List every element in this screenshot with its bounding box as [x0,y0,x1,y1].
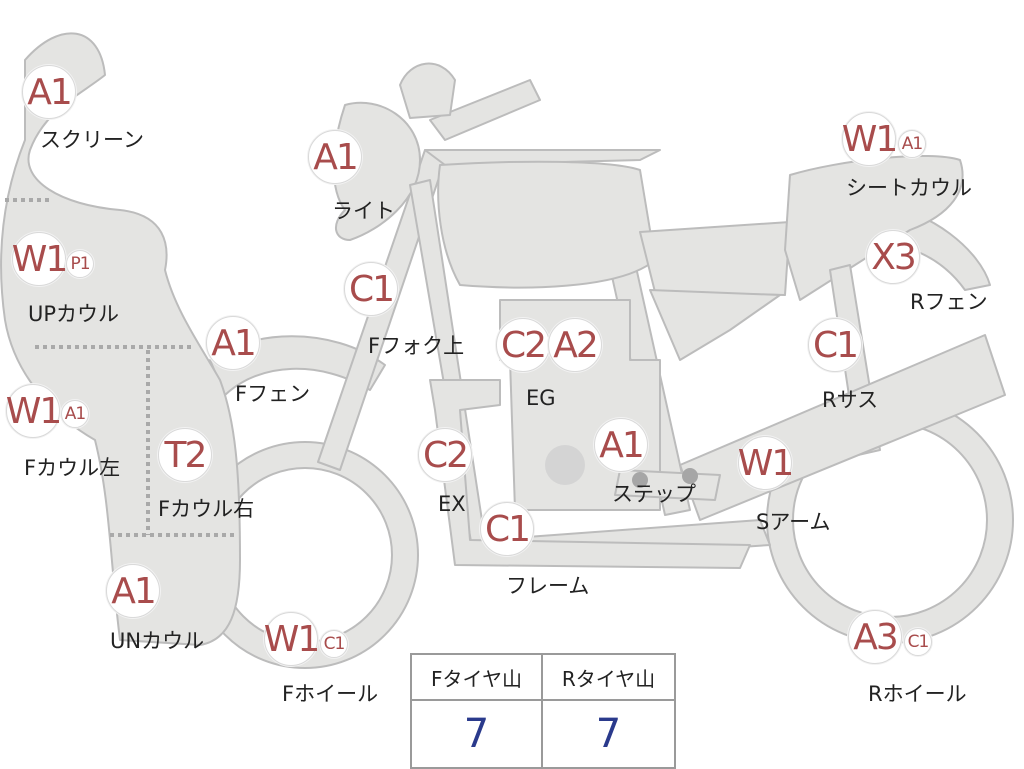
grade-badge-s-arm: W1 [738,436,794,490]
front-tire-tread-value: 7 [412,701,543,767]
grade-badge-f-wheel-1: W1 [264,612,320,666]
label-seat-cowl: シートカウル [846,176,972,200]
label-f-cowl-right: Fカウル右 [158,497,255,521]
grade-badge-f-cowl-left-1: W1 [6,384,62,438]
grade-badge-engine-1: C2 [496,318,550,372]
grade-badge-f-fender: A1 [206,316,260,370]
label-frame: フレーム [506,574,590,598]
tire-tread-table: Fタイヤ山 Rタイヤ山 7 7 [410,653,676,769]
grade-badge-r-wheel-1: A3 [848,610,902,664]
label-up-cowl: UPカウル [28,302,120,326]
grade-badge-f-cowl-left-2: A1 [61,400,89,428]
seat-shape [639,221,791,296]
grade-badge-step: A1 [594,418,648,472]
grade-badge-un-cowl: A1 [106,564,160,618]
grade-badge-light: A1 [308,130,362,184]
label-r-sus: Rサス [822,388,879,412]
label-r-fender: Rフェン [910,290,988,314]
grade-badge-f-wheel-2: C1 [320,630,348,658]
label-s-arm: Sアーム [756,510,831,534]
grade-badge-engine-2: A2 [548,318,602,372]
exhaust-shape [429,379,751,569]
fuel-tank-shape [437,160,656,289]
label-f-wheel: Fホイール [282,682,379,706]
label-screen: スクリーン [40,128,144,152]
grade-badge-f-fork-upper: C1 [344,262,398,316]
label-un-cowl: UNカウル [110,629,205,653]
grade-badge-screen: A1 [22,65,76,119]
rear-tire-tread-header: Rタイヤ山 [543,655,674,701]
front-tire-tread-header: Fタイヤ山 [412,655,543,701]
rear-tire-tread-value: 7 [595,711,622,757]
label-step: ステップ [612,482,696,506]
label-f-cowl-left: Fカウル左 [24,456,121,480]
grade-badge-seat-cowl-1: W1 [842,112,898,166]
grade-badge-r-fender: X3 [866,230,920,284]
grade-badge-frame: C1 [480,502,534,556]
grade-badge-up-cowl-2: P1 [66,250,94,278]
grade-badge-r-wheel-2: C1 [904,628,932,656]
grade-badge-r-sus: C1 [808,318,862,372]
seat-cowl-shape [784,154,964,301]
frame-shape [424,149,661,166]
grade-badge-f-cowl-right: T2 [158,428,212,482]
label-r-wheel: Rホイール [868,682,967,706]
label-exhaust: EX [438,492,466,516]
grade-badge-exhaust: C2 [418,428,472,482]
grade-badge-up-cowl-1: W1 [12,232,68,286]
label-light: ライト [332,199,395,223]
grade-badge-seat-cowl-2: A1 [898,130,926,158]
handlebar-shape [429,79,541,141]
label-f-fender: Fフェン [235,382,311,406]
label-engine: EG [526,386,556,410]
label-f-fork-upper: Fフォク上 [368,334,465,358]
